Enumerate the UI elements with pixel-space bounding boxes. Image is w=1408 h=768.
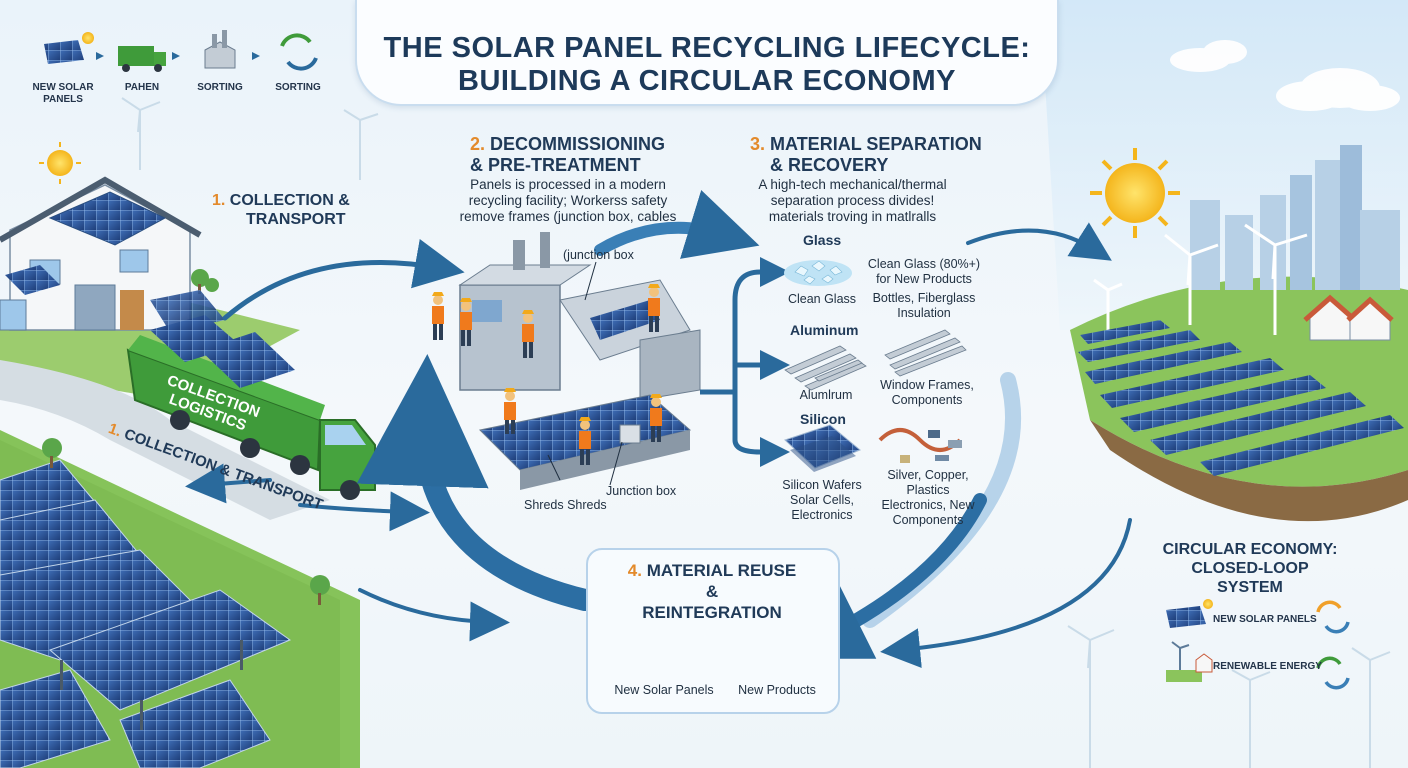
flow-arrows [185, 190, 1132, 669]
step4-title: 4. MATERIAL REUSE & REINTEGRATION [627, 561, 797, 622]
step1-title: 1. COLLECTION & TRANSPORT [212, 192, 350, 228]
top-strip-label-3: SORTING [197, 82, 243, 93]
top-strip-label-1: NEW SOLAR PANELS [32, 82, 94, 105]
callout-junction-box: (junction box [563, 248, 634, 262]
top-strip-icons [44, 30, 318, 72]
right-island [1070, 145, 1408, 522]
step3-title: 3. MATERIAL SEPARATION & RECOVERY [750, 134, 982, 175]
page-title: THE SOLAR PANEL RECYCLING LIFECYCLE: BUI… [357, 32, 1057, 98]
top-strip-label-2: PAHEN [124, 82, 160, 93]
reuse-panel [586, 548, 840, 714]
step2-number: 2. [470, 134, 486, 154]
glass-item: Clean Glass [787, 292, 857, 306]
wind-turbines [1093, 223, 1308, 335]
step3-description: A high-tech mechanical/thermal separatio… [758, 177, 947, 224]
reuse-item-solar-panels: New Solar Panels [614, 683, 714, 697]
step4-number: 4. [627, 561, 642, 580]
step2-title: 2. DECOMMISSIONING & PRE-TREATMENT [470, 134, 666, 175]
sun-icon-left [47, 150, 73, 176]
sun-icon-right [1105, 163, 1165, 223]
callout-junction-box-2: Junction box [606, 484, 677, 498]
reuse-item-products: New Products [738, 683, 816, 697]
silicon-outputs: Silver, Copper, Plastics Electronics, Ne… [881, 468, 975, 527]
aluminum-outputs: Window Frames, Components [880, 378, 974, 407]
house [0, 176, 219, 331]
island-solar-rows [1078, 320, 1404, 476]
left-solar-farm [0, 438, 330, 768]
glass-outputs: Clean Glass (80%+) for New Products Bott… [867, 257, 981, 320]
title-line-2: BUILDING A CIRCULAR ECONOMY [458, 65, 956, 97]
workers [432, 284, 662, 465]
circular-title: CIRCULAR ECONOMY: CLOSED-LOOP SYSTEM [1162, 541, 1338, 596]
legend-new-solar-panels: NEW SOLAR PANELS [1213, 614, 1317, 625]
faint-windmills [121, 97, 1391, 768]
legend-icons [1166, 599, 1350, 690]
silicon-heading: Silicon [800, 411, 846, 427]
glass-heading: Glass [803, 232, 842, 248]
step2-description: Panels is processed in a modern recyclin… [459, 177, 677, 224]
separation-branches [700, 257, 790, 467]
glass-cullet [784, 260, 852, 286]
title-line-1: THE SOLAR PANEL RECYCLING LIFECYCLE: [383, 32, 1031, 64]
clouds [1170, 40, 1400, 111]
silicon-items: Silicon Wafers Solar Cells, Electronics [782, 478, 862, 522]
silicon-wafers [784, 424, 861, 472]
aluminum-frames [884, 329, 967, 377]
step1-number: 1. [212, 192, 226, 209]
aluminum-item: Alumlrum [799, 388, 853, 402]
callout-shreds: Shreds Shreds [524, 498, 607, 512]
aluminum-heading: Aluminum [790, 322, 859, 338]
step3-number: 3. [750, 134, 766, 154]
aluminum-bars [784, 345, 867, 391]
top-strip-label-4: SORTING [275, 82, 321, 93]
legend-renewable-energy: RENEWABLE ENERGY [1213, 661, 1322, 672]
island-house [1303, 294, 1394, 341]
silicon-components [878, 428, 962, 463]
title-banner: THE SOLAR PANEL RECYCLING LIFECYCLE: BUI… [355, 0, 1059, 106]
